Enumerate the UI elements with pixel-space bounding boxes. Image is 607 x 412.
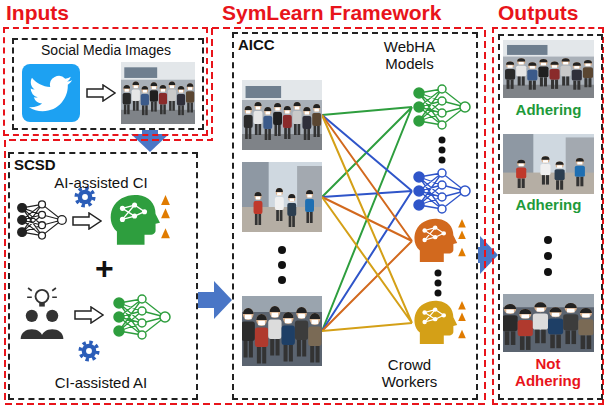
column-label: Crowd Workers xyxy=(372,356,447,391)
dashed-box: AdheringAdheringNot Adhering xyxy=(498,34,603,400)
region-outline: InputsSocial Media Images xyxy=(3,27,208,136)
result-label: Adhering xyxy=(498,196,599,213)
dashed-box: AICC WebHA ModelsCrowd Workers xyxy=(232,32,478,400)
small-arrow xyxy=(75,307,103,323)
section-label: AI-assisted CI xyxy=(8,174,194,191)
region-title: Inputs xyxy=(6,1,69,25)
photo xyxy=(121,62,195,124)
result-label: Not Adhering xyxy=(508,355,588,390)
flow-arrow xyxy=(142,130,158,134)
head-icon xyxy=(414,301,465,344)
flow-arrow xyxy=(478,247,480,263)
gear-icon xyxy=(80,342,97,359)
head-icon xyxy=(414,219,465,262)
neural-net-icon xyxy=(414,85,470,129)
photo xyxy=(502,294,594,352)
ellipsis-dots xyxy=(278,246,286,284)
small-arrow xyxy=(73,213,101,229)
neural-net-icon xyxy=(114,295,170,339)
plus-sign: + xyxy=(95,252,114,284)
ellipsis-dots xyxy=(544,236,552,276)
dashed-box: SCSDAI-assisted CI CI-assisted AI xyxy=(8,152,198,400)
photo xyxy=(242,162,322,232)
column-label: WebHA Models xyxy=(372,38,447,73)
photo xyxy=(242,80,322,150)
photo xyxy=(503,40,594,98)
region-outline: OutputsAdheringAdheringNot Adhering xyxy=(492,27,604,405)
ellipsis-dots xyxy=(435,270,442,297)
flow-arrow xyxy=(198,292,214,308)
head-icon xyxy=(111,195,170,245)
region-title: Outputs xyxy=(498,1,578,25)
box-title: SCSD xyxy=(14,156,56,173)
assignment-lines xyxy=(322,107,412,331)
box-title: AICC xyxy=(238,36,275,53)
section-label: CI-assisted AI xyxy=(8,374,194,391)
result-label: Adhering xyxy=(498,101,599,118)
dashed-box: Social Media Images xyxy=(12,38,204,130)
twitter-icon xyxy=(22,64,80,122)
neural-net-icon xyxy=(414,169,470,213)
region-outline xyxy=(5,28,485,404)
ellipsis-dots xyxy=(439,137,446,164)
neural-net-icon xyxy=(18,201,67,239)
region-outline-shape xyxy=(4,27,486,405)
region-outline: SymLearn FrameworkSCSDAI-assisted CICI-a… xyxy=(4,27,486,405)
region-title: SymLearn Framework xyxy=(222,1,441,25)
box-title: Social Media Images xyxy=(12,42,200,58)
photo xyxy=(242,296,322,366)
people-icon xyxy=(21,288,64,339)
photo xyxy=(503,134,594,194)
small-arrow xyxy=(87,85,115,101)
